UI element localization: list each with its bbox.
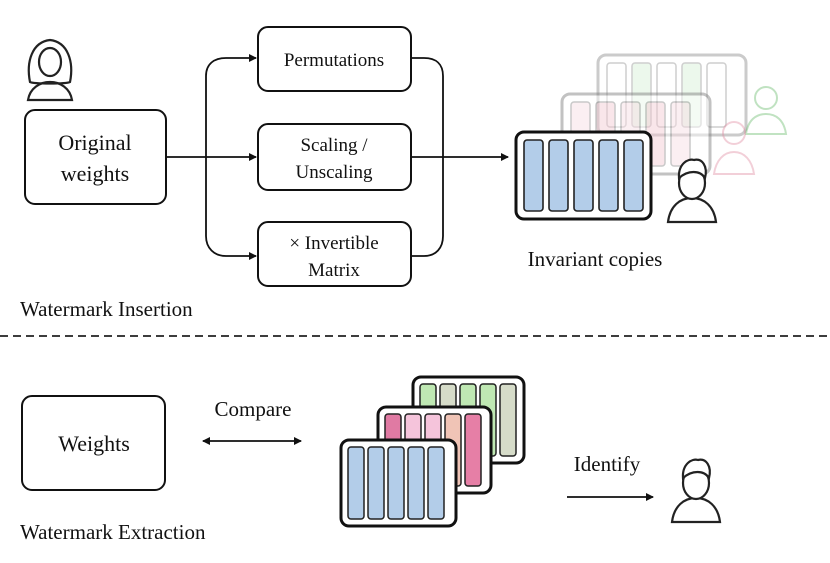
branch-right bbox=[411, 57, 444, 257]
original-weights-label-line2: weights bbox=[61, 161, 129, 186]
user-male-icon bbox=[670, 458, 722, 524]
identify-label: Identify bbox=[574, 452, 641, 476]
invertible-label-line2: Matrix bbox=[308, 260, 360, 281]
compare-label: Compare bbox=[215, 397, 292, 421]
faded-user-icon bbox=[712, 121, 756, 175]
weights-box bbox=[21, 395, 166, 491]
user-female-icon bbox=[26, 38, 74, 102]
scaling-label-line1: Scaling / bbox=[300, 135, 368, 156]
weights-label: Weights bbox=[58, 431, 130, 456]
permutations-box bbox=[257, 26, 412, 92]
faded-green-matrix bbox=[596, 53, 748, 137]
original-weights-box bbox=[24, 109, 167, 205]
watermark-extraction-label: Watermark Extraction bbox=[20, 520, 206, 544]
scaling-label-line2: Unscaling bbox=[295, 162, 373, 183]
invertible-label-line1: × Invertible bbox=[289, 233, 378, 254]
user-male-icon bbox=[666, 158, 718, 224]
blue-weight-matrix bbox=[339, 438, 458, 528]
faded-user-icon bbox=[744, 86, 788, 135]
original-weights-label-line1: Original bbox=[58, 130, 131, 155]
permutations-label: Permutations bbox=[284, 50, 384, 71]
invertible-box bbox=[257, 221, 412, 287]
branch-left bbox=[205, 57, 227, 257]
invariant-copies-label: Invariant copies bbox=[528, 247, 663, 271]
watermark-insertion-label: Watermark Insertion bbox=[20, 297, 193, 321]
blue-weight-matrix bbox=[514, 130, 653, 221]
